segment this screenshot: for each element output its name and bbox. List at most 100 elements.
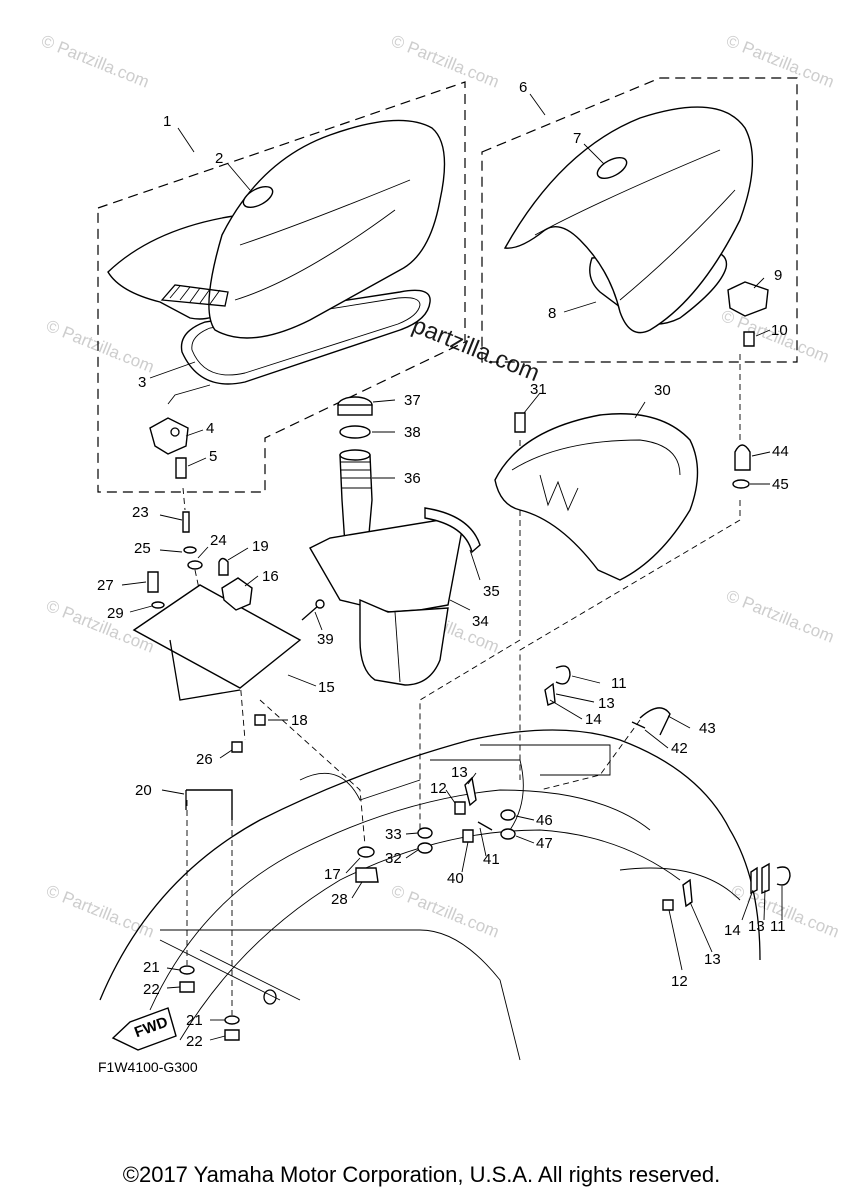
nut-22a bbox=[179, 981, 195, 993]
callout-36[interactable]: 36 bbox=[404, 470, 421, 487]
washer-29 bbox=[151, 601, 165, 609]
callout-46[interactable]: 46 bbox=[536, 812, 553, 829]
nut-12-side bbox=[662, 899, 674, 911]
callout-12[interactable]: 12 bbox=[671, 973, 688, 990]
callout-15[interactable]: 15 bbox=[318, 679, 335, 696]
callout-11[interactable]: 11 bbox=[770, 918, 786, 935]
callout-23[interactable]: 23 bbox=[132, 504, 149, 521]
leader-28 bbox=[351, 881, 363, 899]
callout-30[interactable]: 30 bbox=[654, 382, 671, 399]
leader bbox=[259, 699, 366, 846]
leader-42 bbox=[644, 729, 669, 749]
leader-4 bbox=[185, 429, 204, 437]
nut-10 bbox=[743, 331, 755, 347]
hook-11-side bbox=[776, 866, 791, 886]
callout-42[interactable]: 42 bbox=[671, 740, 688, 757]
callout-41[interactable]: 41 bbox=[483, 851, 500, 868]
callout-3[interactable]: 3 bbox=[138, 374, 146, 391]
leader-12b bbox=[668, 909, 683, 971]
callout-35[interactable]: 35 bbox=[483, 583, 500, 600]
callout-22[interactable]: 22 bbox=[143, 981, 160, 998]
hull-footwell bbox=[159, 939, 301, 1001]
callout-10[interactable]: 10 bbox=[771, 322, 788, 339]
callout-37[interactable]: 37 bbox=[404, 392, 421, 409]
callout-16[interactable]: 16 bbox=[262, 568, 279, 585]
callout-7[interactable]: 7 bbox=[573, 130, 581, 147]
callout-8[interactable]: 8 bbox=[548, 305, 556, 322]
callout-12[interactable]: 12 bbox=[430, 780, 447, 797]
leader-22b bbox=[209, 1035, 226, 1041]
leader-41 bbox=[479, 827, 487, 857]
callout-19[interactable]: 19 bbox=[252, 538, 269, 555]
callout-13[interactable]: 13 bbox=[451, 764, 468, 781]
bracket-flange bbox=[169, 639, 241, 701]
callout-18[interactable]: 18 bbox=[291, 712, 308, 729]
handle-20 bbox=[186, 789, 233, 820]
callout-leaders bbox=[121, 93, 783, 1041]
watermark: © Partzilla.com bbox=[39, 31, 152, 92]
callout-28[interactable]: 28 bbox=[331, 891, 348, 908]
callout-6[interactable]: 6 bbox=[519, 79, 527, 96]
callout-39[interactable]: 39 bbox=[317, 631, 334, 648]
leader-29 bbox=[129, 605, 153, 613]
callout-14[interactable]: 14 bbox=[724, 922, 741, 939]
leader-16 bbox=[244, 575, 259, 587]
callout-25[interactable]: 25 bbox=[134, 540, 151, 557]
callout-45[interactable]: 45 bbox=[772, 476, 789, 493]
callout-34[interactable]: 34 bbox=[472, 613, 489, 630]
leader-19 bbox=[227, 547, 249, 561]
callout-20[interactable]: 20 bbox=[135, 782, 152, 799]
leader-15 bbox=[287, 674, 317, 687]
callout-13[interactable]: 13 bbox=[704, 951, 721, 968]
callout-29[interactable]: 29 bbox=[107, 605, 124, 622]
callout-32[interactable]: 32 bbox=[385, 850, 402, 867]
leader bbox=[182, 487, 186, 511]
callout-43[interactable]: 43 bbox=[699, 720, 716, 737]
callout-13[interactable]: 13 bbox=[598, 695, 615, 712]
callout-5[interactable]: 5 bbox=[209, 448, 217, 465]
callout-31[interactable]: 31 bbox=[530, 381, 547, 398]
leader-13d bbox=[763, 889, 766, 921]
callout-21[interactable]: 21 bbox=[143, 959, 160, 976]
callout-11[interactable]: 11 bbox=[611, 675, 627, 692]
hull-recess bbox=[430, 759, 524, 831]
hook-11 bbox=[555, 665, 571, 685]
leader-25 bbox=[159, 549, 183, 553]
watermark: © Partzilla.com bbox=[389, 881, 502, 942]
rear-seat bbox=[503, 106, 769, 347]
callout-38[interactable]: 38 bbox=[404, 424, 421, 441]
seat-1-seam bbox=[239, 179, 411, 246]
leader-11 bbox=[571, 675, 601, 684]
nut-47 bbox=[500, 828, 516, 840]
bolt-23 bbox=[182, 511, 190, 533]
leader-5 bbox=[187, 457, 207, 467]
callout-9[interactable]: 9 bbox=[774, 267, 782, 284]
callout-13[interactable]: 13 bbox=[748, 918, 765, 935]
front-seat bbox=[107, 119, 446, 479]
screw-39 bbox=[301, 605, 319, 621]
callout-24[interactable]: 24 bbox=[210, 532, 227, 549]
callout-22[interactable]: 22 bbox=[186, 1033, 203, 1050]
callout-4[interactable]: 4 bbox=[206, 420, 214, 437]
callout-14[interactable]: 14 bbox=[585, 711, 602, 728]
callout-17[interactable]: 17 bbox=[324, 866, 341, 883]
nut-22b bbox=[224, 1029, 240, 1041]
leader bbox=[167, 384, 211, 405]
callout-33[interactable]: 33 bbox=[385, 826, 402, 843]
seat-1-boundary bbox=[97, 81, 466, 493]
callout-44[interactable]: 44 bbox=[772, 443, 789, 460]
callout-21[interactable]: 21 bbox=[186, 1012, 203, 1029]
callout-26[interactable]: 26 bbox=[196, 751, 213, 768]
callout-1[interactable]: 1 bbox=[163, 113, 171, 130]
leader-27 bbox=[121, 581, 147, 586]
nut-12-top bbox=[454, 801, 466, 815]
callout-47[interactable]: 47 bbox=[536, 835, 553, 852]
leader-14b bbox=[741, 889, 754, 921]
leader-40 bbox=[461, 841, 469, 873]
leader-13b bbox=[555, 693, 595, 703]
seat-1-strap-plate bbox=[160, 284, 229, 307]
callout-2[interactable]: 2 bbox=[215, 150, 223, 167]
leader-20 bbox=[161, 789, 185, 795]
callout-27[interactable]: 27 bbox=[97, 577, 114, 594]
callout-40[interactable]: 40 bbox=[447, 870, 464, 887]
